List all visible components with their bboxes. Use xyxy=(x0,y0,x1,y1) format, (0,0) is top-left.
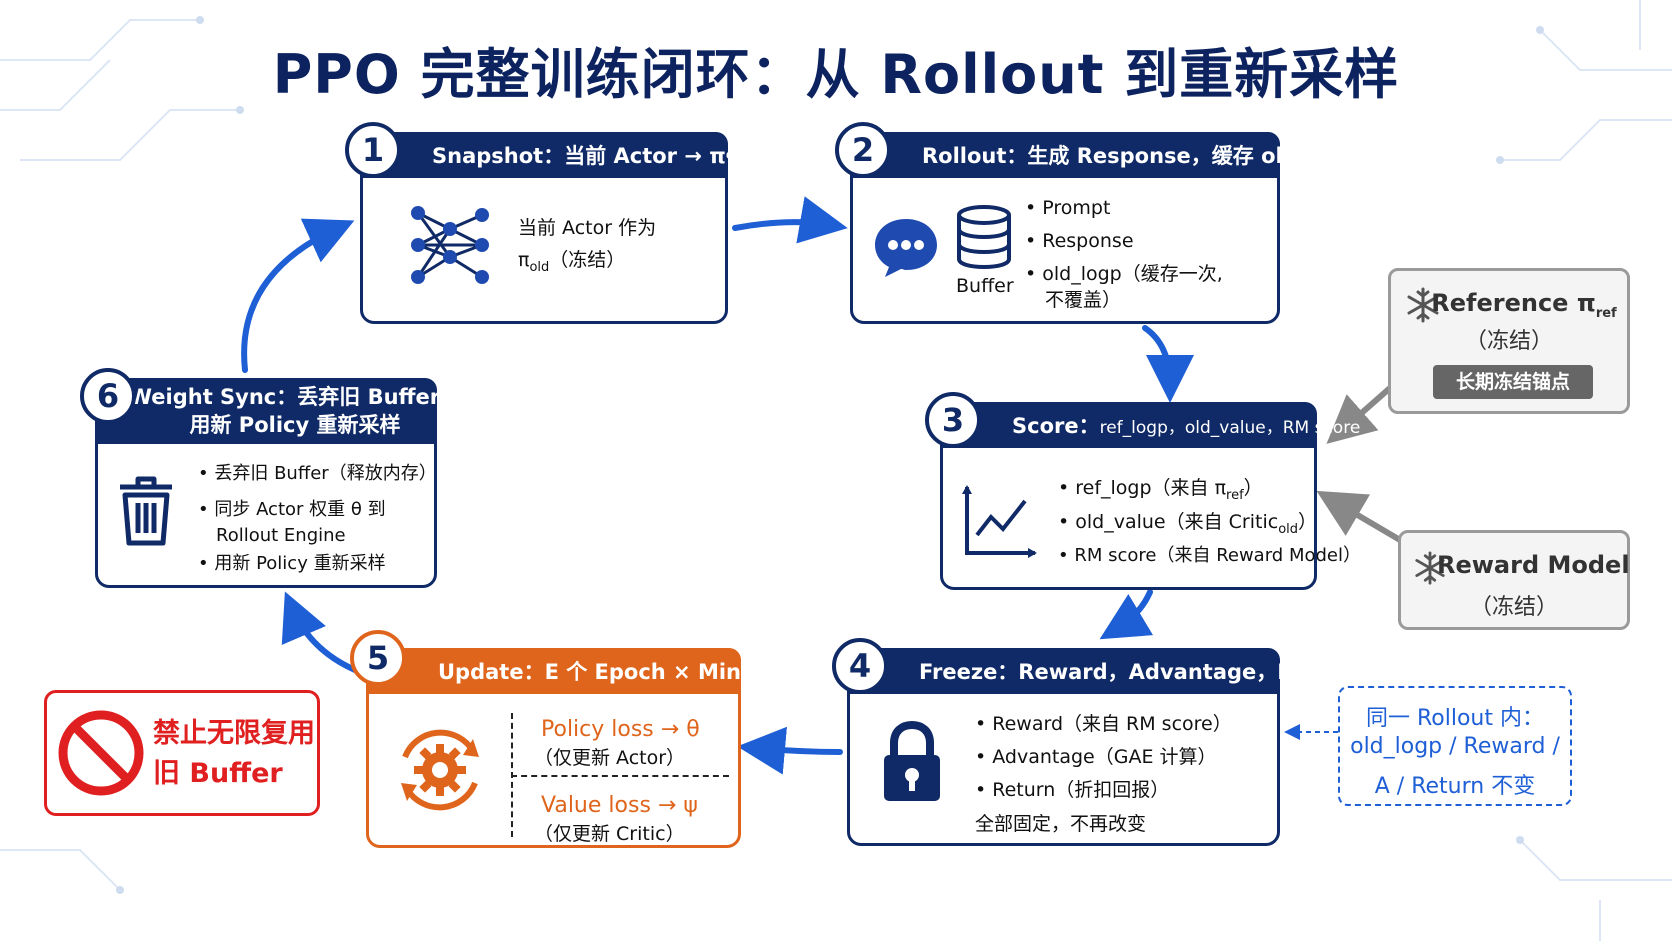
line-chart-icon xyxy=(962,485,1037,558)
warning-box: 禁止无限复用 旧 Buffer xyxy=(44,690,320,816)
step-6-number: 6 xyxy=(80,368,136,424)
arrow-6-to-1 xyxy=(241,218,355,373)
value-loss-label: Value loss → ψ xyxy=(541,793,698,818)
step-3-number: 3 xyxy=(925,392,981,448)
step-3-bullet-ref-logp: ref_logp（来自 πref） xyxy=(1058,475,1262,509)
step-4-title: Freeze：Reward，Advantage，Return 固定 xyxy=(847,648,1407,694)
arrow-2-to-3 xyxy=(1142,325,1194,403)
snowflake-icon xyxy=(1407,287,1439,323)
step-6-title: Weight Sync：丢弃旧 Buffer， 用新 Policy 重新采样 xyxy=(95,378,461,444)
value-loss-sub: （仅更新 Critic） xyxy=(534,823,685,845)
reward-model-box: Reward Model （冻结） xyxy=(1398,530,1630,630)
step-4-freeze: Freeze：Reward，Advantage，Return 固定 Reward… xyxy=(847,648,1407,846)
arrow-reward-to-score xyxy=(1316,490,1403,543)
warning-line2: 旧 Buffer xyxy=(153,758,283,789)
note-line1: 同一 Rollout 内： xyxy=(1366,706,1544,731)
reward-model-frozen: （冻结） xyxy=(1469,595,1558,620)
page-title: PPO 完整训练闭环：从 Rollout 到重新采样 xyxy=(272,43,1400,106)
step-1-line2: πold（冻结） xyxy=(518,249,626,275)
step-2-title: Rollout：生成 Response，缓存 old_logp xyxy=(850,132,1360,178)
step-4-bullet-advantage: Advantage（GAE 计算） xyxy=(975,744,1216,770)
lock-icon xyxy=(884,721,940,801)
step-4-bullet-return: Return（折扣回报） xyxy=(975,777,1169,803)
step-5-update: Update：E 个 Epoch × Mini-batch Policy los… xyxy=(366,648,824,848)
step-4-bullet-reward: Reward（来自 RM score） xyxy=(975,711,1232,737)
step-3-bullet-rm-score: RM score（来自 Reward Model） xyxy=(1058,543,1361,569)
step-6-weight-sync: Weight Sync：丢弃旧 Buffer， 用新 Policy 重新采样 丢… xyxy=(95,378,461,588)
warning-line1: 禁止无限复用 xyxy=(153,718,315,749)
step-2-bullet-response: Response xyxy=(1025,228,1133,254)
buffer-label: Buffer xyxy=(956,275,1014,297)
step-4-number: 4 xyxy=(832,638,888,694)
chat-bubble-icon xyxy=(875,219,937,277)
note-line3: A / Return 不变 xyxy=(1374,774,1536,799)
step-4-footer: 全部固定，不再改变 xyxy=(975,813,1147,835)
reward-model-label: Reward Model xyxy=(1437,551,1630,579)
step-5-title: Update：E 个 Epoch × Mini-batch xyxy=(366,648,824,694)
arrow-5-to-6 xyxy=(281,591,358,673)
arrow-4-to-5 xyxy=(737,726,843,775)
snowflake-icon xyxy=(1415,551,1445,585)
step-5-divider-horizontal xyxy=(511,775,729,777)
step-2-bullet-old-logp-cont: 不覆盖） xyxy=(1045,289,1122,311)
step-6-bullet-resample: 用新 Policy 重新采样 xyxy=(198,551,385,577)
step-3-score: Score：ref_logp，old_value，RM score ref_lo… xyxy=(940,402,1361,590)
policy-loss-sub: （仅更新 Actor） xyxy=(534,747,686,769)
step-2-bullet-old-logp: old_logp（缓存一次, xyxy=(1025,261,1223,287)
arrow-1-to-2 xyxy=(732,196,848,244)
step-5-number: 5 xyxy=(350,630,406,686)
step-3-title: Score：ref_logp，old_value，RM score xyxy=(940,402,1360,448)
step-2-rollout: Rollout：生成 Response，缓存 old_logp Buffer P… xyxy=(850,132,1360,324)
step-2-bullet-prompt: Prompt xyxy=(1025,195,1110,221)
database-icon xyxy=(957,205,1011,269)
step-1-title: Snapshot：当前 Actor → π xyxy=(432,144,726,168)
step-1-line1: 当前 Actor 作为 xyxy=(518,217,657,239)
gear-cycle-icon xyxy=(401,729,479,811)
step-6-bullet-sync: 同步 Actor 权重 θ 到 xyxy=(198,497,385,523)
rollout-invariant-note: 同一 Rollout 内： old_logp / Reward / A / Re… xyxy=(1338,686,1572,806)
reference-label: Reference πref xyxy=(1431,289,1617,321)
reference-model-box: Reference πref （冻结） 长期冻结锚点 xyxy=(1388,268,1630,414)
neural-network-icon xyxy=(411,206,489,284)
reference-frozen: （冻结） xyxy=(1464,329,1553,354)
step-1-number: 1 xyxy=(345,122,401,178)
prohibited-icon xyxy=(58,710,144,796)
trash-icon xyxy=(120,476,172,546)
policy-loss-label: Policy loss → θ xyxy=(541,717,700,742)
arrow-3-to-4 xyxy=(1099,589,1154,640)
step-3-bullet-old-value: old_value（来自 Criticold） xyxy=(1058,509,1317,543)
step-6-bullet-discard: 丢弃旧 Buffer（释放内存） xyxy=(198,461,436,487)
step-2-number: 2 xyxy=(835,122,891,178)
note-line2: old_logp / Reward / xyxy=(1350,734,1560,759)
step-6-bullet-sync-cont: Rollout Engine xyxy=(216,525,346,546)
reference-anchor-badge: 长期冻结锚点 xyxy=(1433,365,1593,399)
